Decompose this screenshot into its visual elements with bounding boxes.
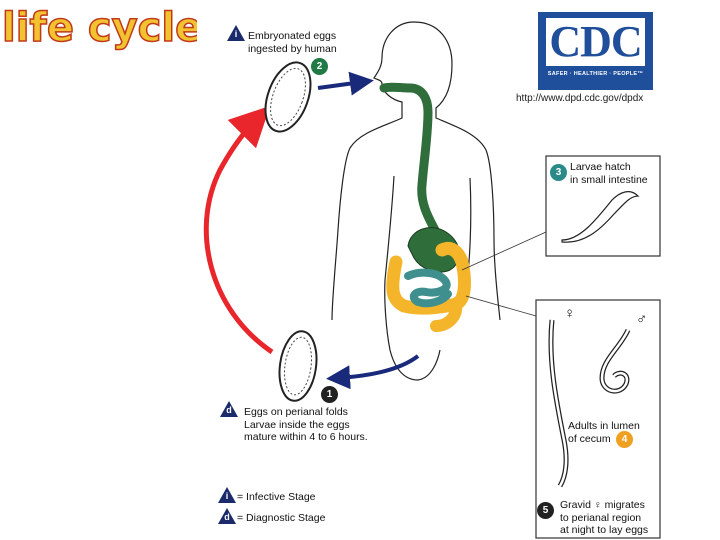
eggs-perianal-label: Eggs on perianal folds Larvae inside the… (244, 406, 368, 444)
legend-infective-label: = Infective Stage (237, 491, 316, 503)
embryonated-eggs-label: Embryonated eggs ingested by human (248, 30, 337, 55)
cdc-logo-letters: CDC (549, 17, 642, 66)
eggs-perianal-line-3: mature within 4 to 6 hours. (244, 431, 368, 443)
perianal-egg-illustration (278, 330, 318, 402)
gravid-line-2: to perianal region (560, 511, 642, 524)
ingestion-arrow (317, 71, 374, 96)
egg-deposit-arrow (326, 354, 420, 390)
step-4-badge: 4 (616, 431, 633, 448)
cdc-logo-tagline: SAFER · HEALTHIER · PEOPLE™ (547, 71, 644, 77)
embryonated-eggs-line-1: Embryonated eggs (248, 30, 337, 42)
diagnostic-stage-badge: d (220, 401, 238, 417)
step-5-badge: 5 (537, 502, 554, 519)
adults-label: Adults in lumen of cecum (568, 420, 640, 445)
step-2-badge: 2 (311, 58, 328, 75)
source-url: http://www.dpd.cdc.gov/dpdx (516, 93, 644, 104)
eggs-perianal-line-1: Eggs on perianal folds (244, 406, 348, 418)
cycle-arrow (203, 105, 274, 355)
cdc-logo-box: CDC (546, 18, 645, 66)
female-symbol: ♀ (564, 305, 576, 322)
human-body-outline (331, 21, 501, 381)
adults-line-2: of cecum (568, 432, 611, 445)
adults-line-1: Adults in lumen (568, 420, 640, 432)
larvae-hatch-label: Larvae hatch in small intestine (570, 161, 648, 186)
infective-stage-badge: i (227, 25, 245, 41)
larvae-hatch-line-2: in small intestine (570, 173, 648, 186)
male-symbol: ♂ (636, 311, 648, 328)
digestive-tract (379, 82, 471, 332)
legend-infective-badge: i (218, 487, 236, 503)
adults-box (535, 299, 661, 539)
gravid-line-3: at night to lay eggs (560, 524, 649, 536)
embryonated-egg-illustration (264, 61, 312, 133)
cdc-logo: CDC SAFER · HEALTHIER · PEOPLE™ (538, 12, 653, 90)
page-title: life cycle (1, 4, 203, 52)
legend-diagnostic-label: = Diagnostic Stage (237, 512, 326, 524)
eggs-perianal-line-2: Larvae inside the eggs (244, 418, 350, 431)
larvae-hatch-line-1: Larvae hatch (570, 161, 631, 173)
embryonated-eggs-line-2: ingested by human (248, 42, 337, 55)
pointer-lines (461, 231, 547, 317)
step-1-badge: 1 (321, 386, 338, 403)
gravid-line-1: Gravid ♀ migrates (560, 499, 645, 511)
step-3-badge: 3 (550, 164, 567, 181)
legend-diagnostic-badge: d (218, 508, 236, 524)
gravid-label: Gravid ♀ migrates to perianal region at … (560, 499, 648, 537)
